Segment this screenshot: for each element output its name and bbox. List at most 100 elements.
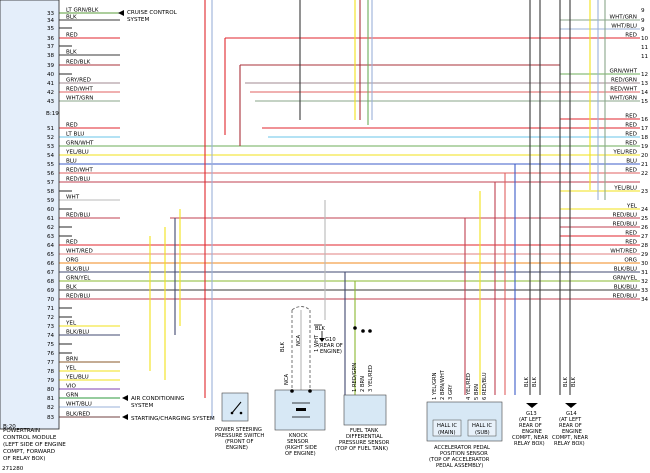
- left-wire-label-33: LT GRN/BLK: [66, 8, 99, 14]
- connector-b19-label: B:19: [46, 111, 59, 117]
- left-wire-label-69: BLK: [66, 285, 77, 291]
- pcm-label-line-4: COMPT, FORWARD: [3, 449, 55, 455]
- left-pin-55: 55: [47, 162, 55, 168]
- left-pin-73: 73: [47, 324, 55, 330]
- knock-wire-blk-top: BLK: [315, 326, 325, 332]
- cruise-label-2: SYSTEM: [127, 17, 149, 23]
- hall-ic-sub-box: [467, 419, 497, 437]
- left-wire-label-56: RED/WHT: [66, 168, 93, 174]
- hall-main-label-1: HALL IC: [437, 423, 457, 429]
- pcm-label-line-3: (LEFT SIDE OF ENGINE: [3, 442, 66, 448]
- left-wire-label-42: RED/WHT: [66, 87, 93, 93]
- right-pin-extra-11: 11: [641, 54, 649, 60]
- right-pin-23: 23: [641, 189, 649, 195]
- left-pin-35: 35: [47, 26, 55, 32]
- left-pin-53: 53: [47, 144, 55, 150]
- left-wire-label-59: WHT: [66, 195, 80, 201]
- g14-wire-label-a: BLK: [563, 377, 569, 387]
- left-pin-67: 67: [47, 270, 55, 276]
- left-pin-74: 74: [47, 333, 55, 339]
- figure-id: 271280: [2, 466, 24, 472]
- accel-label-2: POSITION SENSOR: [440, 451, 488, 457]
- g13-label-4: ENGINE: [522, 429, 542, 435]
- left-pin-36: 36: [47, 36, 55, 42]
- left-pin-69: 69: [47, 288, 55, 294]
- pcm-label-line-5: OF RELAY BOX): [3, 456, 45, 462]
- left-pin-38: 38: [47, 53, 55, 59]
- knock-wire-wht: 1 WHT: [314, 334, 320, 352]
- right-pin-29: 29: [641, 252, 649, 258]
- left-wire-label-34: BLK: [66, 15, 77, 21]
- right-pin-28: 28: [641, 243, 649, 249]
- hall-sub-label-1: HALL IC: [472, 423, 492, 429]
- right-wire-label-13: RED/GRN: [611, 78, 637, 84]
- knock-label-2: SENSOR: [287, 439, 309, 445]
- ps-switch-pivot-icon: [230, 411, 234, 415]
- left-pin-57: 57: [47, 180, 55, 186]
- right-wire-label-21: BLU: [626, 159, 637, 165]
- left-wire-label-70: RED/BLU: [66, 294, 90, 300]
- accel-wire-1: 1 YEL/GRN: [432, 372, 438, 400]
- right-wire-label-27: RED: [625, 231, 637, 237]
- left-pin-34: 34: [47, 18, 55, 24]
- right-wire-label-32: GRN/YEL: [613, 276, 638, 282]
- splice-dot-4: [308, 389, 312, 393]
- ps-label-1: POWER STEERING: [215, 427, 262, 433]
- accel-wire-5: 5 BRN: [474, 384, 480, 400]
- right-pin-14: 14: [641, 90, 649, 96]
- left-wire-label-36: RED: [66, 33, 78, 39]
- left-wire-label-51: RED: [66, 123, 78, 129]
- accel-label-1: ACCELERATOR PEDAL: [434, 445, 490, 451]
- right-wire-label-14: RED/WHT: [610, 87, 637, 93]
- left-pin-51: 51: [47, 126, 55, 132]
- left-wire-label-80: VIO: [66, 384, 76, 390]
- accel-label-4: PEDAL ASSEMBLY): [436, 463, 483, 469]
- pcm-label-line-2: CONTROL MODULE: [3, 435, 57, 441]
- left-wire-label-83: BLK/RED: [66, 412, 90, 418]
- right-wire-label-31: BLK/BLU: [614, 267, 637, 273]
- left-pin-75: 75: [47, 342, 55, 348]
- right-wire-label-9: WHT/BLU: [611, 24, 637, 30]
- right-pin-11: 11: [641, 45, 649, 51]
- right-wire-label-18: RED: [625, 132, 637, 138]
- knock-wire-nca-2: NCA: [296, 334, 302, 346]
- ps-switch-pole-icon: [239, 411, 243, 415]
- g13-label-5: COMPT, NEAR: [512, 435, 548, 441]
- left-pin-64: 64: [47, 243, 55, 249]
- left-wire-label-65: WHT/RED: [66, 249, 93, 255]
- left-pin-83: 83: [47, 415, 55, 421]
- left-wire-label-43: WHT/GRN: [66, 96, 93, 102]
- connector-b20-label: B:20: [3, 424, 16, 430]
- left-pin-59: 59: [47, 198, 55, 204]
- right-pin-18: 18: [641, 135, 649, 141]
- left-pin-39: 39: [47, 63, 55, 69]
- g13-wire-label-b: BLK: [532, 377, 538, 387]
- accel-wire-3: 3 GRY: [448, 384, 454, 400]
- left-pin-79: 79: [47, 378, 55, 384]
- right-pin-34: 34: [641, 297, 649, 303]
- right-wire-label-19: RED: [625, 141, 637, 147]
- hall-sub-label-2: (SUB): [475, 430, 490, 436]
- right-pin-16: 16: [641, 117, 649, 123]
- accel-wire-4: 4 YEL/RED: [466, 373, 472, 400]
- left-wire-label-53: GRN/WHT: [66, 141, 94, 147]
- g14-label-4: ENGINE: [562, 429, 582, 435]
- charging-arrow-icon: [122, 414, 128, 420]
- fuel-label-4: (TOP OF FUEL TANK): [335, 446, 388, 452]
- right-pin-9: 9: [641, 27, 645, 33]
- g13-label-6: RELAY BOX): [514, 441, 545, 447]
- right-wire-label-17: RED: [625, 123, 637, 129]
- left-pin-43: 43: [47, 99, 55, 105]
- g13-wire-label-a: BLK: [524, 377, 530, 387]
- ps-switch-box: [221, 392, 249, 422]
- left-wire-label-39: RED/BLK: [66, 60, 91, 66]
- right-pin-10: 10: [641, 36, 649, 42]
- left-wire-label-68: GRN/YEL: [66, 276, 91, 282]
- left-wire-label-52: LT BLU: [66, 132, 84, 138]
- g13-ground-icon: [526, 403, 538, 408]
- right-pin-15: 15: [641, 99, 649, 105]
- left-pin-33: 33: [47, 11, 55, 17]
- right-pin-13: 13: [641, 81, 649, 87]
